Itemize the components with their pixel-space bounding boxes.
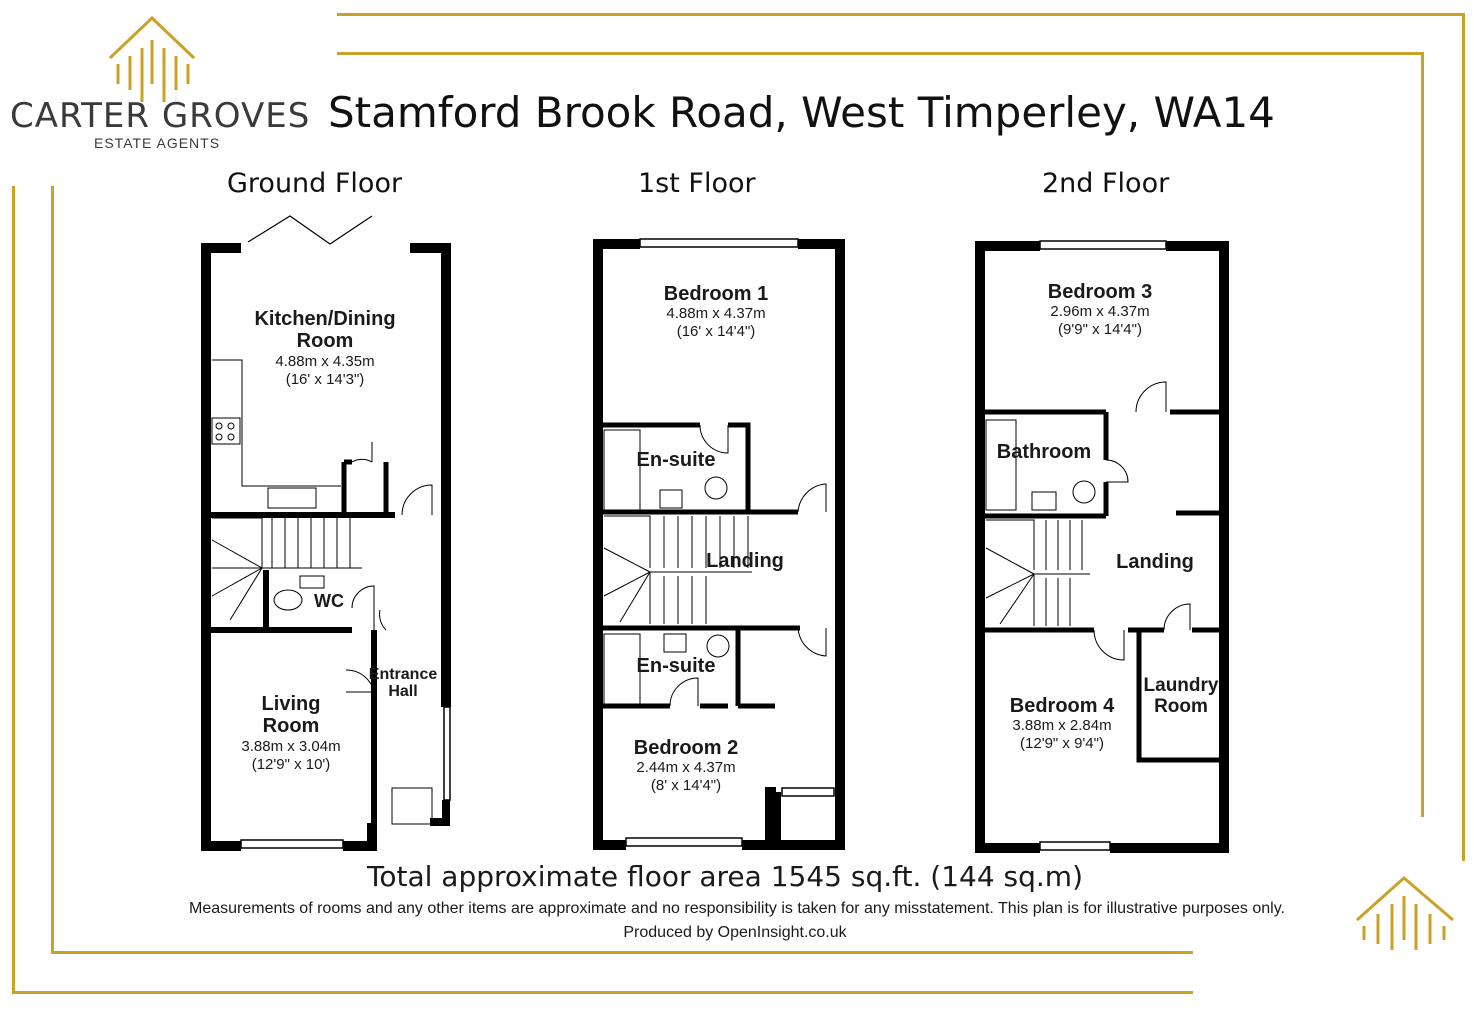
ground-floor-title: Ground Floor [227,168,403,199]
frame-line-bottom-inner [51,951,1193,954]
room-bedroom-3-name: Bedroom 3 [1047,281,1153,303]
ground-floor-plan [201,215,451,851]
room-kitchen-dining-dims-m: 4.88m x 4.35m [275,353,375,370]
frame-line-left-outer [12,186,15,994]
frame-line-top-outer [337,13,1465,16]
produced-by-text: Produced by OpenInsight.co.uk [623,924,847,941]
room-laundry-name: Laundry Room [1143,675,1219,717]
house-logo-icon [108,15,196,102]
property-address-title: Stamford Brook Road, West Timperley, WA1… [328,88,1275,137]
frame-line-top-inner [337,52,1424,55]
room-kitchen-dining-name: Kitchen/Dining Room [254,308,396,352]
first-floor-title: 1st Floor [638,168,756,199]
room-bedroom-3-dims-ft: (9'9" x 14'4") [1058,321,1142,338]
room-bedroom-4-dims-ft: (12'9" x 9'4") [1020,735,1104,752]
first-floor-plan [593,238,845,850]
logo-name: CARTER GROVES [10,96,311,136]
room-bedroom-4-dims-m: 3.88m x 2.84m [1012,717,1112,734]
room-bathroom-name: Bathroom [996,441,1092,463]
room-landing-1-name: Landing [706,550,784,572]
room-bedroom-1-dims-m: 4.88m x 4.37m [666,305,766,322]
room-wc-name: WC [314,591,344,611]
room-entrance-hall-name: Entrance Hall [368,666,438,700]
frame-line-right-outer [1462,13,1465,861]
room-bedroom-1-name: Bedroom 1 [663,283,769,305]
second-floor-title: 2nd Floor [1042,168,1170,199]
room-living-dims-m: 3.88m x 3.04m [241,738,341,755]
room-bedroom-2-name: Bedroom 2 [633,737,739,759]
frame-line-bottom-outer [12,991,1193,994]
room-landing-2-name: Landing [1116,551,1194,573]
house-logo-corner-icon [1356,876,1454,950]
room-bedroom-3-dims-m: 2.96m x 4.37m [1050,303,1150,320]
logo-subtitle: ESTATE AGENTS [94,135,221,151]
room-living-name: Living Room [261,693,321,737]
room-ensuite-2-name: En-suite [636,655,716,677]
frame-line-left-inner [51,186,54,954]
frame-line-right-inner [1421,52,1424,817]
room-bedroom-1-dims-ft: (16' x 14'4") [676,323,756,340]
total-floor-area: Total approximate floor area 1545 sq.ft.… [367,860,1083,893]
room-kitchen-dining-dims-ft: (16' x 14'3") [285,371,365,388]
disclaimer-text: Measurements of rooms and any other item… [189,900,1285,917]
room-bedroom-4-name: Bedroom 4 [1009,695,1115,717]
room-living-dims-ft: (12'9" x 10') [251,756,331,773]
room-bedroom-2-dims-m: 2.44m x 4.37m [636,759,736,776]
second-floor-plan [975,240,1229,853]
room-ensuite-1-name: En-suite [636,449,716,471]
room-bedroom-2-dims-ft: (8' x 14'4") [650,777,722,794]
